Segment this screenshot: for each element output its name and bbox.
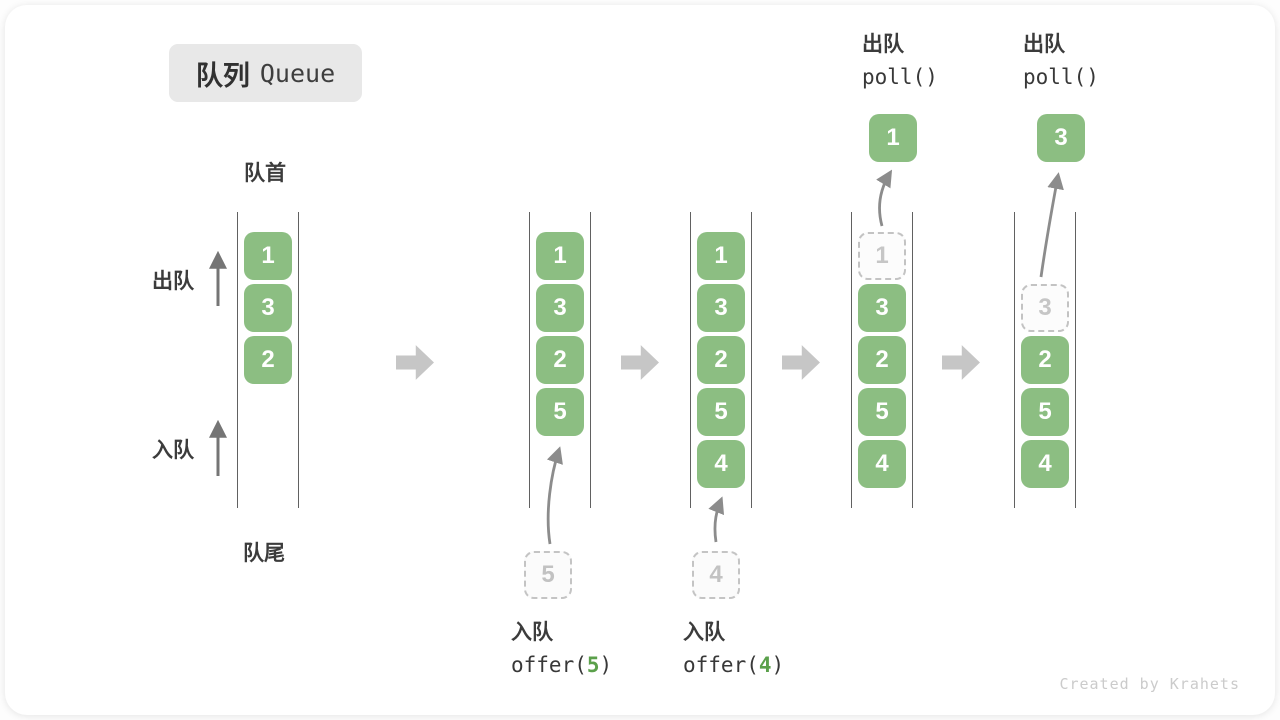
queue-item: 4 [1021, 440, 1069, 488]
code-text: ) [771, 653, 785, 677]
incoming-element-value: 4 [709, 561, 723, 588]
incoming-element-box: 5 [524, 551, 572, 599]
step-arrow-icon [942, 345, 980, 380]
queue-item: 2 [536, 336, 584, 384]
step-arrow-icon [621, 345, 659, 380]
dequeue-side-label: 出队 [152, 270, 194, 293]
queue-rear-label: 队尾 [243, 542, 285, 565]
queue-item: 3 [858, 284, 906, 332]
enqueue-op-code: offer(5) [511, 650, 612, 680]
code-arg: 5 [586, 653, 600, 677]
enqueue-side-label: 入队 [152, 439, 194, 462]
queue-item-removed: 1 [858, 232, 906, 280]
title-zh: 队列 [195, 60, 250, 91]
queue-item: 1 [697, 232, 745, 280]
queue-item: 4 [697, 440, 745, 488]
code-arg: 4 [758, 653, 772, 677]
queue-item: 1 [244, 232, 292, 280]
incoming-element-value: 5 [541, 561, 555, 588]
dequeue-op-zh: 出队 [1023, 33, 1065, 56]
code-text: offer( [683, 653, 759, 677]
queue-item: 5 [1021, 388, 1069, 436]
queue-item: 3 [536, 284, 584, 332]
watermark: Created by Krahets [1059, 675, 1240, 693]
outgoing-element-box: 1 [869, 114, 917, 162]
outgoing-element-value: 3 [1054, 124, 1068, 151]
queue-item: 3 [697, 284, 745, 332]
code-text: offer( [511, 653, 587, 677]
queue-item-removed: 3 [1021, 284, 1069, 332]
queue-item: 2 [858, 336, 906, 384]
enqueue-op-zh: 入队 [511, 621, 553, 644]
dequeue-op-label: 出队 poll() [862, 28, 938, 92]
dequeue-op-zh: 出队 [862, 33, 904, 56]
enqueue-op-zh: 入队 [683, 621, 725, 644]
queue-item: 2 [244, 336, 292, 384]
dequeue-op-code: poll() [1023, 65, 1099, 89]
outgoing-element-value: 1 [886, 124, 900, 151]
queue-front-label: 队首 [244, 162, 286, 185]
step-arrow-icon [782, 345, 820, 380]
code-text: ) [599, 653, 613, 677]
dequeue-op-code: poll() [862, 65, 938, 89]
enqueue-op-label: 入队 offer(5) [511, 616, 612, 680]
enqueue-op-code: offer(4) [683, 650, 784, 680]
queue-item: 5 [697, 388, 745, 436]
step-arrow-icon [396, 345, 434, 380]
title-en: Queue [259, 58, 336, 88]
queue-item: 3 [244, 284, 292, 332]
queue-item: 1 [536, 232, 584, 280]
dequeue-op-label: 出队 poll() [1023, 28, 1099, 92]
incoming-element-box: 4 [692, 551, 740, 599]
queue-item: 2 [1021, 336, 1069, 384]
title-box: 队列 Queue [169, 44, 362, 102]
outgoing-element-box: 3 [1037, 114, 1085, 162]
enqueue-op-label: 入队 offer(4) [683, 616, 784, 680]
queue-item: 5 [858, 388, 906, 436]
queue-item: 5 [536, 388, 584, 436]
queue-item: 4 [858, 440, 906, 488]
queue-item: 2 [697, 336, 745, 384]
